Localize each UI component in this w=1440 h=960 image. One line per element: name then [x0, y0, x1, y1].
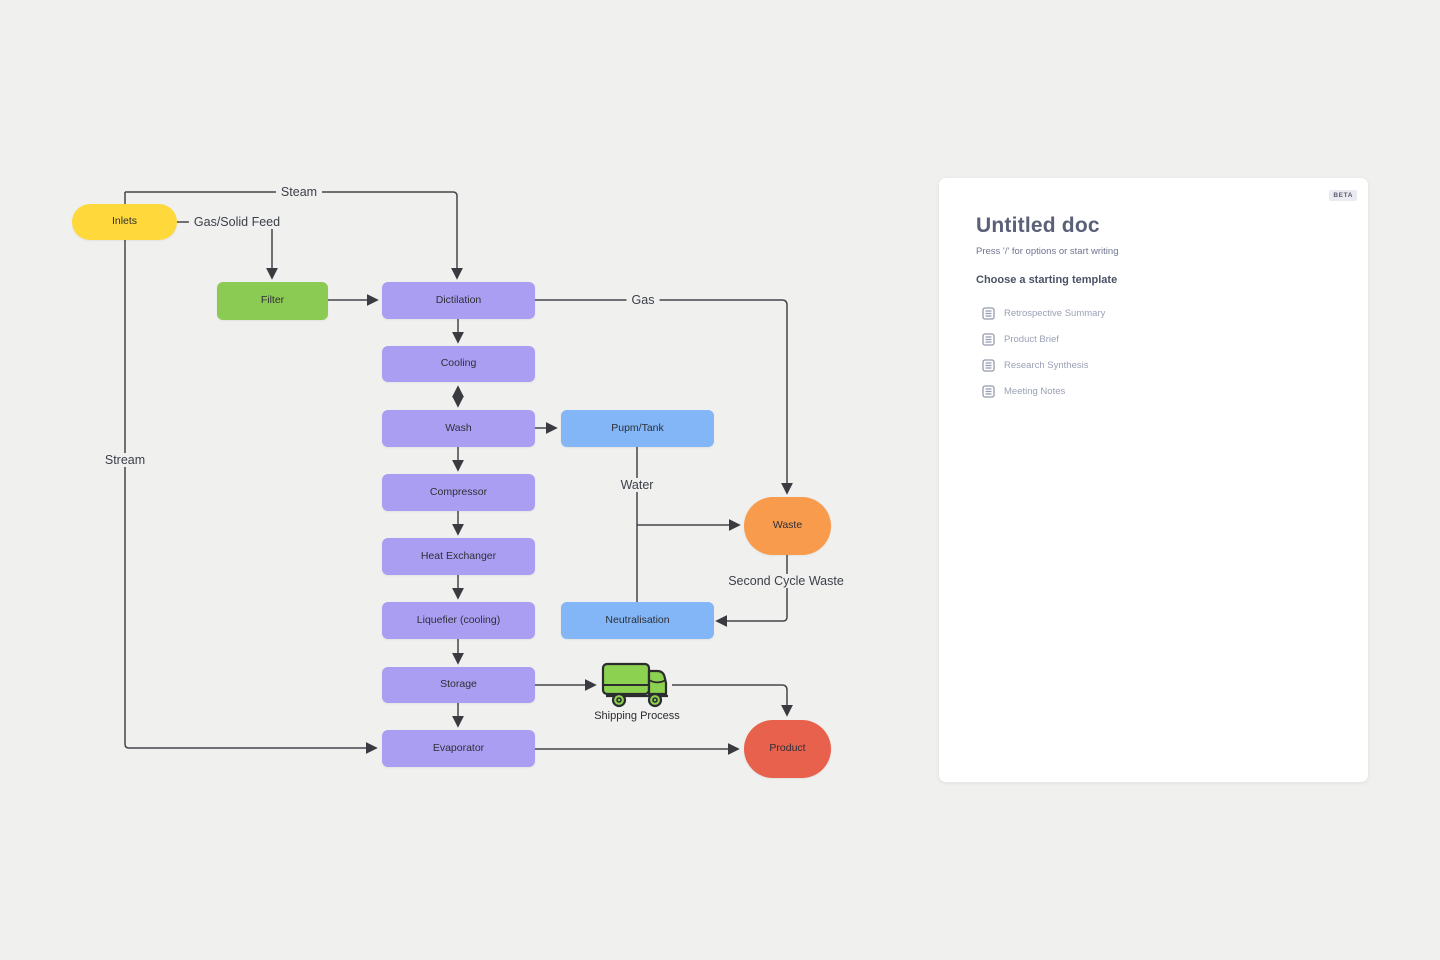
template-item-research-synthesis[interactable]: Research Synthesis: [976, 352, 1331, 378]
template-label: Product Brief: [1004, 333, 1059, 345]
edge-inlets-stream-evaporator[interactable]: [124, 192, 378, 754]
edge-inlets-feed-to-filter[interactable]: [177, 221, 278, 280]
template-label: Research Synthesis: [1004, 359, 1089, 371]
document-icon: [982, 358, 995, 372]
beta-badge: BETA: [1329, 190, 1357, 201]
node-evaporator[interactable]: Evaporator: [382, 730, 535, 767]
template-item-product-brief[interactable]: Product Brief: [976, 326, 1331, 352]
doc-editor-hint[interactable]: Press '/' for options or start writing: [976, 246, 1119, 257]
node-storage[interactable]: Storage: [382, 667, 535, 703]
doc-panel[interactable]: BETA Untitled doc Press '/' for options …: [939, 178, 1368, 782]
template-list: Retrospective Summary Product Brief Rese…: [976, 300, 1331, 404]
shipping-process-label[interactable]: Shipping Process: [594, 710, 680, 722]
edge-label-steam[interactable]: Steam: [275, 185, 323, 199]
shipping-truck-icon[interactable]: [599, 658, 675, 715]
node-neutralisation[interactable]: Neutralisation: [561, 602, 714, 639]
edge-gas-to-waste[interactable]: [535, 299, 793, 495]
node-heat-exchanger[interactable]: Heat Exchanger: [382, 538, 535, 575]
node-cooling[interactable]: Cooling: [382, 346, 535, 382]
edge-label-second-cycle-waste[interactable]: Second Cycle Waste: [723, 574, 849, 588]
edge-label-water[interactable]: Water: [615, 478, 659, 492]
node-waste[interactable]: Waste: [744, 497, 831, 555]
edge-label-gas-solid-feed[interactable]: Gas/Solid Feed: [188, 215, 286, 229]
document-icon: [982, 332, 995, 346]
document-icon: [982, 384, 995, 398]
template-label: Retrospective Summary: [1004, 307, 1106, 319]
node-wash[interactable]: Wash: [382, 410, 535, 447]
edge-label-gas[interactable]: Gas: [626, 293, 660, 307]
template-item-retrospective-summary[interactable]: Retrospective Summary: [976, 300, 1331, 326]
node-inlets[interactable]: Inlets: [72, 204, 177, 240]
node-filter[interactable]: Filter: [217, 282, 328, 320]
edge-waste-to-neutralisation[interactable]: [715, 555, 788, 627]
doc-title[interactable]: Untitled doc: [976, 214, 1100, 237]
templates-heading: Choose a starting template: [976, 274, 1118, 286]
node-product[interactable]: Product: [744, 720, 831, 778]
node-pump-tank[interactable]: Pupm/Tank: [561, 410, 714, 447]
edge-steam-to-dictilation[interactable]: [125, 191, 463, 280]
edge-truck-to-product[interactable]: [672, 684, 793, 717]
edge-label-stream[interactable]: Stream: [99, 453, 151, 467]
node-dictilation[interactable]: Dictilation: [382, 282, 535, 319]
template-label: Meeting Notes: [1004, 385, 1066, 397]
node-compressor[interactable]: Compressor: [382, 474, 535, 511]
template-item-meeting-notes[interactable]: Meeting Notes: [976, 378, 1331, 404]
node-liquefier[interactable]: Liquefier (cooling): [382, 602, 535, 639]
document-icon: [982, 306, 995, 320]
